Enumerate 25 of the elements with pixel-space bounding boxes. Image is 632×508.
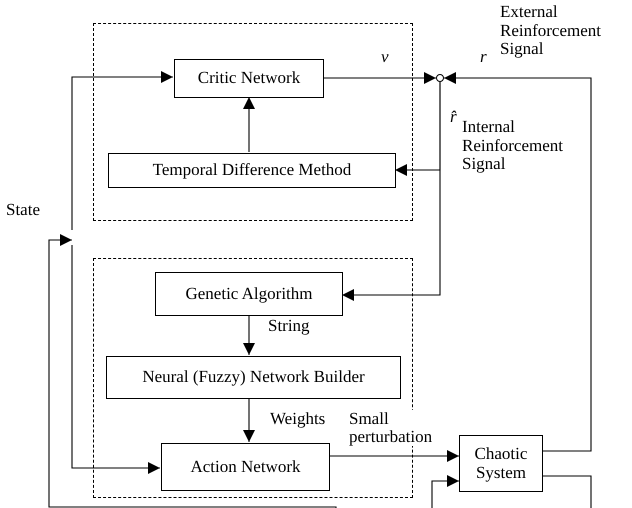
summing-junction-circle bbox=[436, 74, 444, 82]
arrow bbox=[71, 71, 173, 230]
connector-line bbox=[543, 475, 592, 508]
edge-label: String bbox=[267, 317, 311, 335]
arrow bbox=[48, 234, 337, 508]
signal-note: Internal Reinforcement Signal bbox=[462, 118, 564, 174]
arrow bbox=[71, 245, 160, 474]
process-box: Action Network bbox=[161, 443, 330, 491]
arrow bbox=[323, 72, 436, 84]
process-box: Critic Network bbox=[174, 59, 324, 98]
arrow bbox=[243, 398, 255, 442]
arrow bbox=[444, 72, 592, 452]
process-box: Neural (Fuzzy) Network Builder bbox=[106, 356, 401, 399]
arrow bbox=[329, 450, 459, 462]
signal-note: External Reinforcement Signal bbox=[500, 3, 602, 60]
arrow bbox=[243, 315, 255, 355]
arrow bbox=[431, 475, 459, 508]
arrow bbox=[243, 97, 255, 152]
edge-label: Weights bbox=[269, 410, 326, 428]
arrow bbox=[342, 82, 441, 301]
process-box: Temporal Difference Method bbox=[108, 153, 396, 188]
process-box: Genetic Algorithm bbox=[155, 272, 343, 316]
process-box: Chaotic System bbox=[459, 435, 543, 492]
signal-label: State bbox=[6, 200, 40, 220]
dashed-group-box bbox=[93, 23, 413, 221]
